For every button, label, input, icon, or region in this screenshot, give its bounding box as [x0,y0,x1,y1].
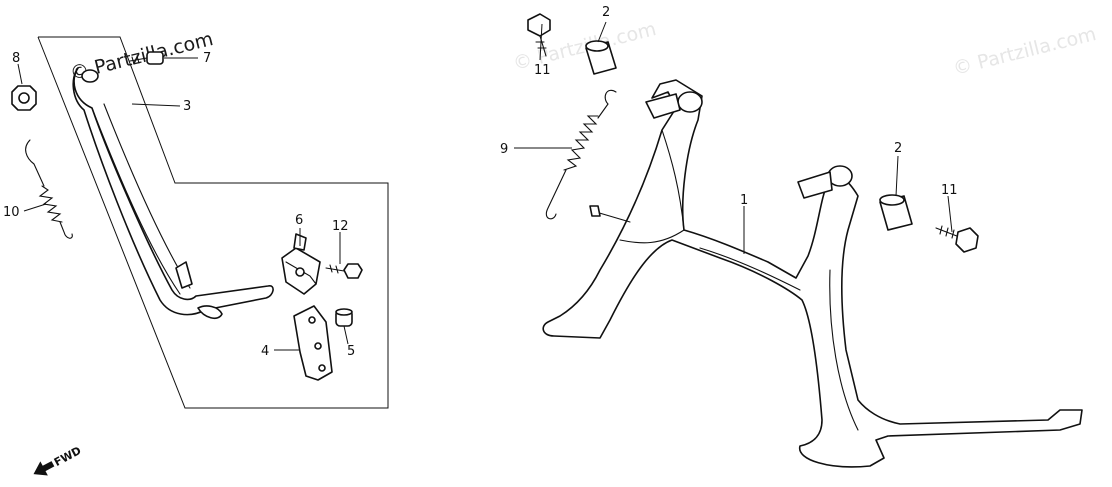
fwd-arrow-icon [33,461,55,476]
plate-part-4[interactable] [293,305,333,381]
side-stand-part-3[interactable] [72,67,274,320]
callout-6: 6 [295,213,303,228]
callout-11-top: 11 [534,63,551,78]
callout-4: 4 [261,344,269,359]
nut-part-8[interactable] [11,85,37,111]
collar-part-5[interactable] [335,308,353,327]
bolt-part-12[interactable] [325,263,363,279]
callout-numbers: 8 7 3 10 6 12 4 5 11 2 9 1 2 11 [3,5,958,359]
callout-7: 7 [203,51,211,66]
collar-part-2-right[interactable] [879,194,913,231]
callout-11-right: 11 [941,183,958,198]
bracket-part-6[interactable] [281,233,321,295]
spring-part-9[interactable] [545,89,617,220]
callout-8: 8 [12,51,20,66]
callout-3: 3 [183,99,191,114]
watermark-right: © Partzilla.com [951,23,1099,80]
bolt-part-11-right[interactable] [935,225,979,253]
side-stand-group-frame [37,36,389,409]
fwd-direction-marker: FWD [33,444,84,476]
leader-lines [17,21,953,351]
fwd-label: FWD [52,444,84,469]
center-stand-part-1[interactable] [542,79,1083,468]
callout-5: 5 [347,344,355,359]
collar-part-2-top[interactable] [585,40,617,75]
callout-1: 1 [740,193,748,208]
callout-9: 9 [500,142,508,157]
bolt-part-11-top[interactable] [527,13,551,57]
callout-2-top: 2 [602,5,610,20]
spring-part-10[interactable] [25,139,73,239]
bolt-part-7[interactable] [129,51,164,65]
callout-10: 10 [3,205,20,220]
callout-2-right: 2 [894,141,902,156]
callout-12: 12 [332,219,349,234]
